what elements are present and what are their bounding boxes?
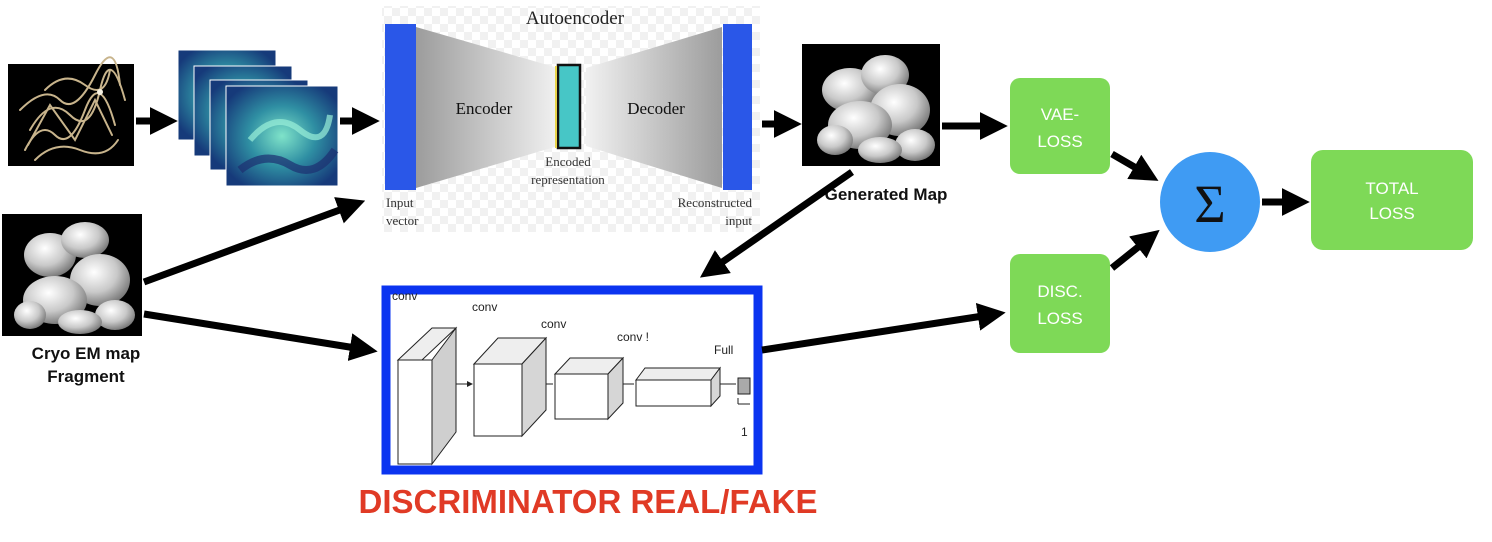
reconstructed-input-bar [723, 24, 752, 190]
map-slice-stack [177, 49, 339, 187]
layer-label-1: conv [472, 300, 497, 314]
arrow-discriminator-to-disc-loss [761, 302, 1006, 354]
connectors [136, 107, 1310, 361]
cryo-fragment-label-line1: Cryo EM map [32, 344, 141, 363]
input-vector-label-line1: Input [386, 195, 414, 210]
decoder-label: Decoder [627, 99, 685, 118]
full-layer [737, 377, 751, 395]
discriminator-output-label: 1 [741, 425, 748, 439]
layer-label-3: conv ! [617, 330, 649, 344]
disc-loss-line1: DISC. [1037, 282, 1082, 301]
encoded-label-line2: representation [531, 172, 605, 187]
conv-layer-2 [473, 363, 523, 437]
input-vector-label-line2: vector [386, 213, 419, 228]
discriminator-title: DISCRIMINATOR REAL/FAKE [359, 483, 818, 520]
conv-layer-4 [635, 379, 712, 407]
disc-loss-box: DISC. LOSS [1010, 254, 1110, 353]
sum-node: Σ [1160, 152, 1260, 252]
encoded-label-line1: Encoded [545, 154, 591, 169]
disc-loss-line2: LOSS [1037, 309, 1082, 328]
encoded-representation-bar [556, 63, 582, 150]
autoencoder-block: Autoencoder Encoder Decoder Encoded repr… [382, 6, 760, 232]
encoder-trapezoid [416, 27, 558, 188]
encoder-label: Encoder [456, 99, 513, 118]
arrow-vae-loss-to-sum [1110, 150, 1159, 181]
reconstructed-label-line1: Reconstructed [678, 195, 753, 210]
arrow-disc-loss-to-sum [1109, 229, 1160, 271]
reconstructed-label-line2: input [725, 213, 752, 228]
sum-symbol: Σ [1194, 174, 1225, 234]
discriminator-block: conv conv conv conv ! Full 1 [381, 285, 763, 475]
generated-map-label: Generated Map [825, 185, 948, 204]
layer-label-4: Full [714, 343, 733, 357]
generated-map-image [802, 44, 940, 166]
arrow-generated-to-discriminator [699, 169, 854, 278]
autoencoder-title: Autoencoder [526, 8, 625, 29]
conv-layer-1 [397, 359, 433, 465]
layer-label-2: conv [541, 317, 566, 331]
cryo-fragment-label-line2: Fragment [47, 367, 125, 386]
vae-loss-line1: VAE- [1041, 105, 1079, 124]
total-loss-line1: TOTAL [1365, 179, 1418, 198]
decoder-trapezoid [586, 27, 722, 188]
vae-loss-box: VAE- LOSS [1010, 78, 1110, 174]
cryo-em-fragment-image [2, 214, 142, 336]
arrow-fragment-to-autoencoder [142, 197, 366, 286]
conv-layer-3 [554, 373, 609, 420]
layer-label-0: conv [392, 289, 417, 303]
input-vector-bar [385, 24, 416, 190]
protein-structure-image [8, 56, 134, 166]
total-loss-box: TOTAL LOSS [1311, 150, 1473, 250]
vae-loss-line2: LOSS [1037, 132, 1082, 151]
arrow-fragment-to-discriminator [143, 310, 378, 361]
total-loss-line2: LOSS [1369, 204, 1414, 223]
